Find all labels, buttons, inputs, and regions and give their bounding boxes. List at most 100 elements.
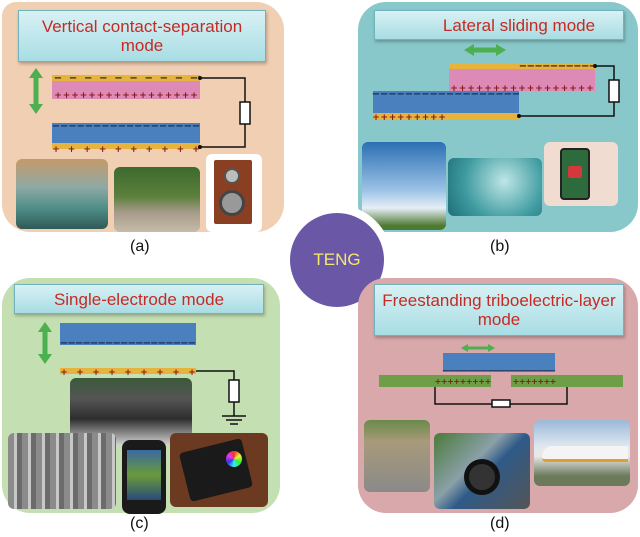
photo-ocean-waves <box>16 159 108 229</box>
bottom-electrode <box>373 113 519 119</box>
resistor-icon <box>239 101 251 125</box>
panel-single-electrode: Single-electrode mode −−−−−−−−−−−−−−−−−−… <box>2 278 280 514</box>
positive-charge: + <box>80 91 88 101</box>
positive-charge: + <box>182 91 190 101</box>
resistor-icon <box>491 399 511 408</box>
double-arrow-horizontal-icon <box>464 44 506 56</box>
negative-charge: − <box>388 89 396 100</box>
negative-charge: − <box>184 121 192 132</box>
negative-charge: − <box>510 366 518 377</box>
positive-charge: + <box>372 113 380 123</box>
positive-charge: + <box>569 84 577 94</box>
photo-ocean-wave <box>448 158 542 216</box>
positive-charge: + <box>510 84 518 94</box>
negative-charge: − <box>573 61 581 72</box>
negative-charge: − <box>512 89 520 100</box>
positive-charge: + <box>397 113 405 123</box>
negative-charge: − <box>438 89 446 100</box>
negative-charge: − <box>535 366 543 377</box>
positive-charge: + <box>88 91 96 101</box>
photo-walking-shoes <box>364 420 430 492</box>
negative-charge: − <box>175 121 183 132</box>
ground-electrode <box>60 368 196 374</box>
negative-charge: − <box>52 121 60 132</box>
positive-charge: + <box>54 91 62 101</box>
ground-icon <box>222 415 246 425</box>
negative-charge: − <box>150 338 158 349</box>
double-arrow-horizontal-icon <box>461 344 495 352</box>
positive-charge: + <box>188 368 196 378</box>
negative-charge: − <box>527 61 535 72</box>
panel-vertical-contact-separation: Vertical contact-separation mode −−−−−−−… <box>2 2 284 232</box>
positive-charge: + <box>177 145 185 155</box>
negative-charge: − <box>492 366 500 377</box>
positive-charge: + <box>190 91 198 101</box>
photo-touch-tablet <box>170 433 268 507</box>
positive-charge: + <box>552 84 560 94</box>
sliding-dielectric <box>443 353 555 371</box>
positive-charge: + <box>192 145 200 155</box>
negative-charge: − <box>190 73 198 84</box>
panel-title: Lateral sliding mode <box>374 10 624 40</box>
positive-charge: + <box>60 368 68 378</box>
negative-charge: − <box>90 338 98 349</box>
positive-charge: + <box>430 113 438 123</box>
negative-charge: − <box>421 89 429 100</box>
positive-charge: + <box>380 113 388 123</box>
negative-charge: − <box>519 61 527 72</box>
negative-charge: − <box>93 121 101 132</box>
negative-charge: − <box>442 366 450 377</box>
negative-charge: − <box>495 89 503 100</box>
negative-charge: − <box>144 73 152 84</box>
negative-charge: − <box>487 89 495 100</box>
negative-charge: − <box>479 366 487 377</box>
negative-charge: − <box>397 89 405 100</box>
positive-charge: + <box>484 84 492 94</box>
panel-freestanding-triboelectric-layer: Freestanding triboelectric-layer mode −−… <box>358 278 638 513</box>
panel-title: Vertical contact-separation mode <box>18 10 266 62</box>
panel-title: Freestanding triboelectric-layer mode <box>374 284 624 336</box>
caption-a: (a) <box>130 238 150 255</box>
negative-charge: − <box>589 61 597 72</box>
diagram-d: −−−−−−−−−−−−−−−−−−++++++++++++++++ <box>379 344 623 408</box>
positive-charge: + <box>478 377 485 386</box>
negative-charge: − <box>517 366 525 377</box>
positive-charge: + <box>124 368 132 378</box>
photo-wind-turbines <box>362 142 446 230</box>
photo-walking-feet <box>114 167 200 232</box>
negative-charge: − <box>461 366 469 377</box>
negative-charge: − <box>68 121 76 132</box>
positive-charge: + <box>413 113 421 123</box>
positive-charge: + <box>63 91 71 101</box>
negative-charge: − <box>77 121 85 132</box>
bottom-dielectric <box>373 91 519 113</box>
negative-charge: − <box>479 89 487 100</box>
negative-charge: − <box>129 73 137 84</box>
moving-dielectric <box>60 323 196 345</box>
positive-charge: + <box>97 91 105 101</box>
top-electrode <box>52 75 200 81</box>
negative-charge: − <box>558 61 566 72</box>
positive-charge: + <box>130 145 138 155</box>
negative-charge: − <box>380 89 388 100</box>
negative-charge: − <box>105 338 113 349</box>
positive-charge: + <box>114 91 122 101</box>
bottom-dielectric <box>52 123 200 143</box>
positive-charge: + <box>161 145 169 155</box>
negative-charge: − <box>188 338 196 349</box>
positive-charge: + <box>447 377 454 386</box>
negative-charge: − <box>454 366 462 377</box>
negative-charge: − <box>165 338 173 349</box>
positive-charge: + <box>405 113 413 123</box>
negative-charge: − <box>151 121 159 132</box>
negative-charge: − <box>542 366 550 377</box>
positive-charge: + <box>550 377 557 386</box>
positive-charge: + <box>68 145 76 155</box>
negative-charge: − <box>142 121 150 132</box>
negative-charge: − <box>60 121 68 132</box>
negative-charge: − <box>67 338 75 349</box>
negative-charge: − <box>471 89 479 100</box>
negative-charge: − <box>498 366 506 377</box>
negative-charge: − <box>167 121 175 132</box>
positive-charge: + <box>172 368 180 378</box>
